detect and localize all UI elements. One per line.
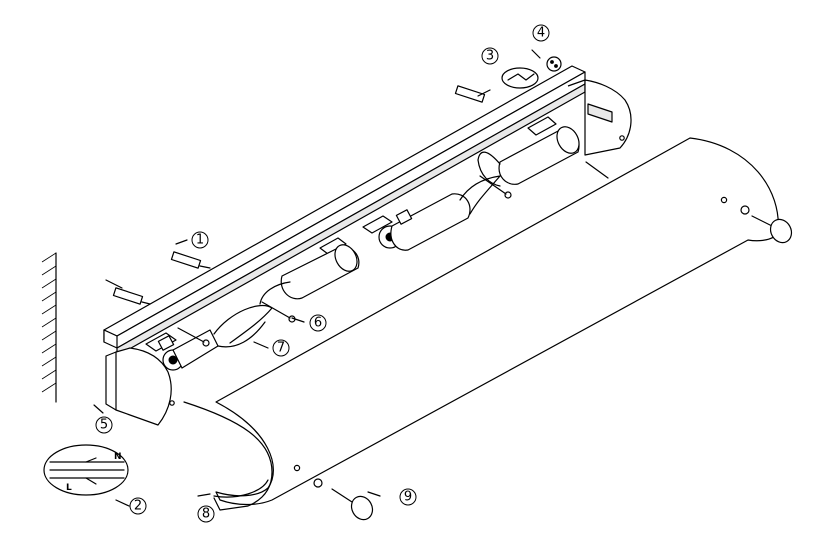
lamp-right — [477, 116, 580, 187]
callout-1-label: 1 — [196, 233, 204, 248]
callout-4-label: 4 — [537, 26, 545, 41]
lamp-center-left — [259, 237, 360, 305]
callout-7: 7 — [272, 339, 290, 357]
callout-7-label: 7 — [277, 341, 285, 356]
screw-center — [261, 301, 296, 323]
wall-hatching — [41, 252, 57, 403]
cable-entry — [501, 67, 539, 89]
neutral-label: N — [114, 452, 122, 462]
callout-2: 2 — [129, 497, 147, 515]
callout-3: 3 — [481, 47, 499, 65]
wall-plug-right — [454, 85, 486, 103]
wiring-detail: N L — [43, 444, 129, 496]
callout-2-label: 2 — [134, 499, 142, 514]
wall-plug-lower — [112, 287, 151, 305]
diffuser-shade — [183, 137, 779, 511]
end-knob-right — [740, 205, 793, 244]
screw-lamp-left — [177, 327, 210, 347]
lamp-center-right — [362, 175, 501, 251]
wall-plug-upper — [170, 251, 211, 269]
callout-1: 1 — [191, 231, 209, 249]
callout-8-label: 8 — [202, 507, 210, 522]
terminal-connector — [546, 56, 562, 72]
left-end-cap — [105, 347, 175, 426]
mounting-rail — [103, 65, 586, 357]
callout-5-label: 5 — [100, 418, 108, 433]
callout-8: 8 — [197, 505, 215, 523]
callout-9: 9 — [399, 488, 417, 506]
screw-middle — [479, 175, 512, 199]
callout-6-label: 6 — [314, 316, 322, 331]
right-end-cap — [567, 79, 632, 156]
live-label: L — [66, 483, 72, 493]
callout-5: 5 — [95, 416, 113, 434]
callout-3-label: 3 — [486, 49, 494, 64]
screw-right — [585, 161, 609, 179]
callout-9-label: 9 — [404, 490, 412, 505]
end-knob-bottom — [313, 478, 374, 521]
leader-arrows — [93, 49, 541, 507]
callout-6: 6 — [309, 314, 327, 332]
callout-4: 4 — [532, 24, 550, 42]
